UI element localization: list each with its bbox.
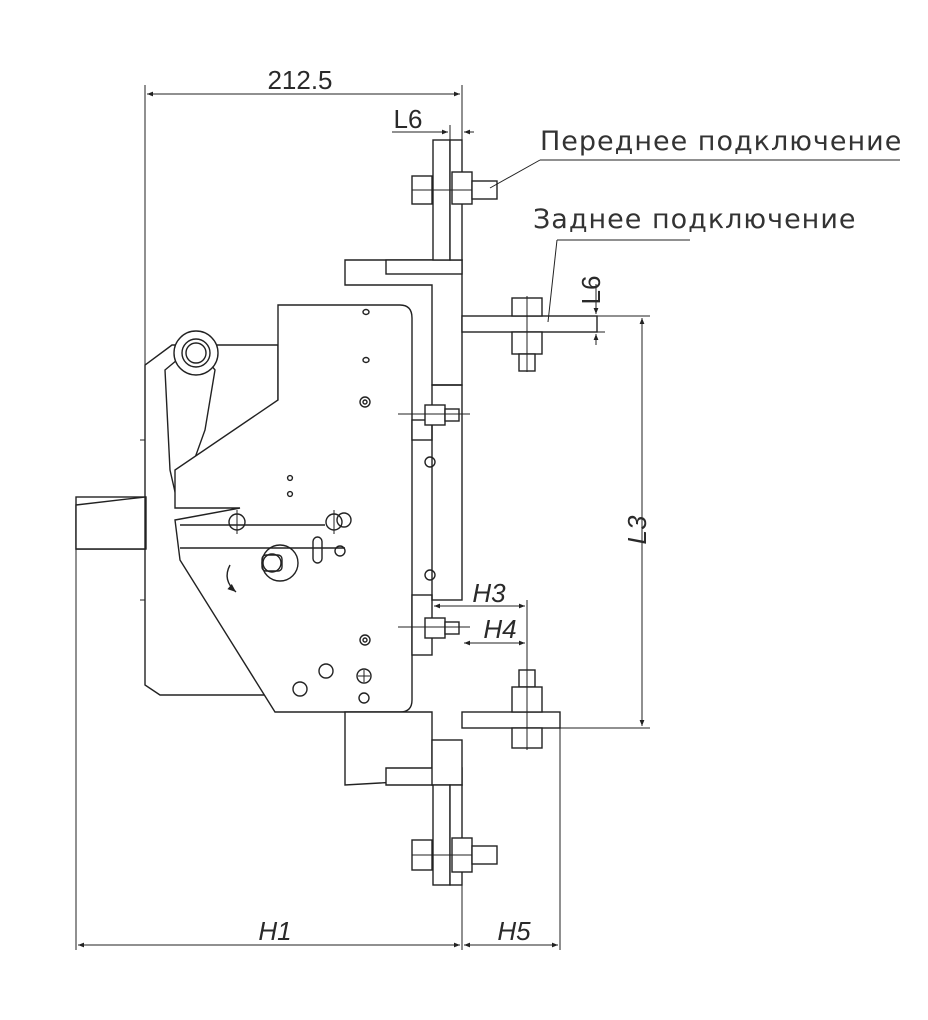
dimension-l6-top: L6 — [392, 104, 474, 140]
rear-connection-lower — [461, 668, 561, 750]
callout-text-rear: Заднее подключение — [533, 204, 857, 235]
dimension-l6-rear: L6 — [562, 276, 606, 345]
dimension-h4: H4 — [464, 614, 525, 646]
front-connection-bottom — [411, 784, 498, 886]
dimension-h5: H5 — [464, 728, 561, 950]
mounting-plate — [344, 259, 463, 786]
dimension-width-total: 212.5 — [144, 65, 463, 497]
dim-label-h1: H1 — [258, 916, 291, 946]
breaker-front-plate — [174, 304, 413, 713]
callout-rear-connection: Заднее подключение — [533, 204, 857, 323]
callout-text-front: Переднее подключение — [540, 126, 902, 157]
handle-lever — [75, 330, 219, 550]
dim-label-width: 212.5 — [267, 65, 332, 95]
front-connection-top — [411, 139, 498, 261]
dim-label-h3: H3 — [472, 578, 506, 608]
rotation-arrow-icon — [226, 564, 237, 593]
dim-label-h5: H5 — [497, 916, 531, 946]
handle-pivot-icon — [173, 330, 219, 376]
dim-label-l3: L3 — [622, 515, 652, 544]
ground-symbol-icon — [356, 668, 372, 684]
dim-label-h4: H4 — [483, 614, 516, 644]
dim-label-l6-rear: L6 — [576, 276, 606, 305]
side-bolt-lower — [398, 617, 470, 639]
dim-label-l6-top: L6 — [394, 104, 423, 134]
side-bolt-upper — [398, 404, 470, 426]
dimension-l3: L3 — [560, 315, 652, 729]
callout-front-connection: Переднее подключение — [489, 126, 902, 189]
rear-connection-upper — [461, 296, 598, 372]
dimension-h3: H3 — [431, 578, 528, 668]
dimension-h1: H1 — [75, 549, 463, 950]
